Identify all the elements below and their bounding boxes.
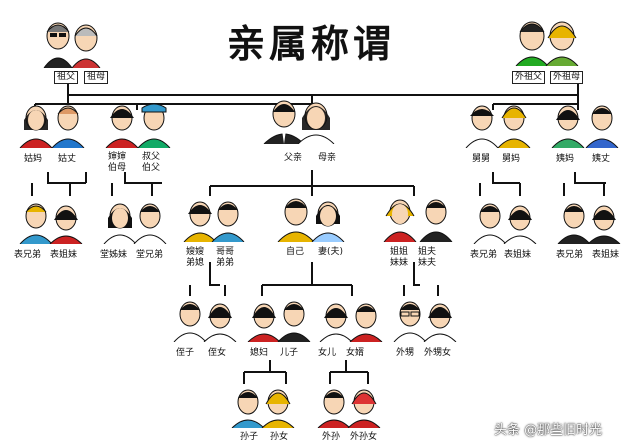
connector-parents-children xyxy=(209,170,415,196)
label-cousin-m-maternal2: 表兄弟 xyxy=(556,250,584,260)
label-grandfather: 祖父 xyxy=(54,71,79,84)
label-daughters-grandson: 外孙 xyxy=(322,432,341,442)
label-cousin-f-maternal: 表姐妹 xyxy=(504,250,532,260)
label-maternal-grandfather: 外祖父 xyxy=(512,71,546,84)
label-son: 儿子 xyxy=(280,348,299,358)
cousins-paternal-figure xyxy=(19,203,83,244)
label-niece: 侄女 xyxy=(208,348,227,358)
label-grandson: 孙子 xyxy=(240,432,259,442)
label-granddaughter: 孙女 xyxy=(270,432,289,442)
label-maternal-uncle: 舅舅 xyxy=(472,154,491,164)
label-sororal-niece: 外甥女 xyxy=(424,348,452,358)
siblings-brothers-figure xyxy=(183,201,245,242)
label-cousin-f-maternal2: 表姐妹 xyxy=(592,250,620,260)
connector-uncle-children xyxy=(111,172,162,196)
label-uncle-wives: 婶婶 伯母 xyxy=(108,152,127,173)
cousins-maternal2-figure xyxy=(557,203,621,244)
label-cousin-m-paternal: 表兄弟 xyxy=(14,250,42,260)
daughters-grandchildren-figure xyxy=(317,389,381,428)
connector-self-children xyxy=(261,262,353,296)
connector-brothers-children xyxy=(189,262,226,296)
connector-aunt-children xyxy=(31,172,87,196)
paternal-aunt-couple-figure xyxy=(19,105,85,148)
label-nephew: 侄子 xyxy=(176,348,195,358)
label-daughter-in-law: 媳妇 xyxy=(250,348,269,358)
label-maternal-aunt-husband: 姨丈 xyxy=(592,154,611,164)
label-mother: 母亲 xyxy=(318,153,337,163)
label-cousin-m-maternal: 表兄弟 xyxy=(470,250,498,260)
sisters-figure xyxy=(383,199,453,242)
uncle-couple-figure xyxy=(105,103,171,148)
daughter-couple-figure xyxy=(319,303,383,342)
label-daughter: 女儿 xyxy=(318,348,337,358)
self-spouse-figure xyxy=(277,198,345,242)
grandchildren-figure xyxy=(231,389,295,428)
cousins-maternal-figure xyxy=(473,203,537,244)
label-cousin-f-paternal: 表姐妹 xyxy=(50,250,78,260)
connector-daughter-children xyxy=(329,360,369,384)
parents-figure xyxy=(263,100,335,144)
grandparents-maternal-figure xyxy=(515,21,579,66)
label-son-in-law: 女婿 xyxy=(346,348,365,358)
label-grandmother: 祖母 xyxy=(84,71,109,84)
label-sisters: 姐姐 妹妹 xyxy=(390,247,409,268)
page-title: 亲属称谓 xyxy=(226,21,395,66)
connector-maternalaunt-children xyxy=(563,172,606,196)
son-couple-figure xyxy=(247,301,311,342)
label-spouse: 妻(夫) xyxy=(318,247,344,257)
label-father: 父亲 xyxy=(284,153,303,163)
connector-maternaluncle-children xyxy=(479,172,521,196)
label-tang-sisters: 堂姊妹 xyxy=(100,250,128,260)
label-maternal-aunt: 姨妈 xyxy=(556,154,575,164)
tang-cousins-figure xyxy=(103,203,167,244)
connector-grandparents-paternal xyxy=(67,83,579,96)
label-paternal-aunt: 姑妈 xyxy=(24,154,43,164)
label-self: 自己 xyxy=(286,247,305,257)
connector-maternal-children xyxy=(492,95,579,110)
label-maternal-grandmother: 外祖母 xyxy=(550,71,584,84)
label-sisters-in-law: 嫂嫂 弟媳 xyxy=(186,247,205,268)
connector-sisters-children xyxy=(403,262,439,296)
label-daughters-granddaughter: 外孙女 xyxy=(350,432,378,442)
label-brothers: 哥哥 弟弟 xyxy=(216,247,235,268)
label-paternal-aunt-husband: 姑丈 xyxy=(58,154,77,164)
grandparents-paternal-figure xyxy=(43,22,101,68)
nephew-niece-figure xyxy=(173,301,237,342)
label-maternal-uncle-wife: 舅妈 xyxy=(502,154,521,164)
label-sisters-husbands: 姐夫 妹夫 xyxy=(418,247,437,268)
maternal-aunt-couple-figure xyxy=(551,105,619,148)
label-sororal-nephew: 外甥 xyxy=(396,348,415,358)
watermark: 头条 @那些旧时光 xyxy=(494,423,603,438)
label-uncles: 叔父 伯父 xyxy=(142,152,161,173)
label-tang-brothers: 堂兄弟 xyxy=(136,250,164,260)
maternal-uncle-couple-figure xyxy=(465,105,531,148)
sororal-nephew-niece-figure xyxy=(393,301,457,342)
connector-son-children xyxy=(243,360,287,384)
